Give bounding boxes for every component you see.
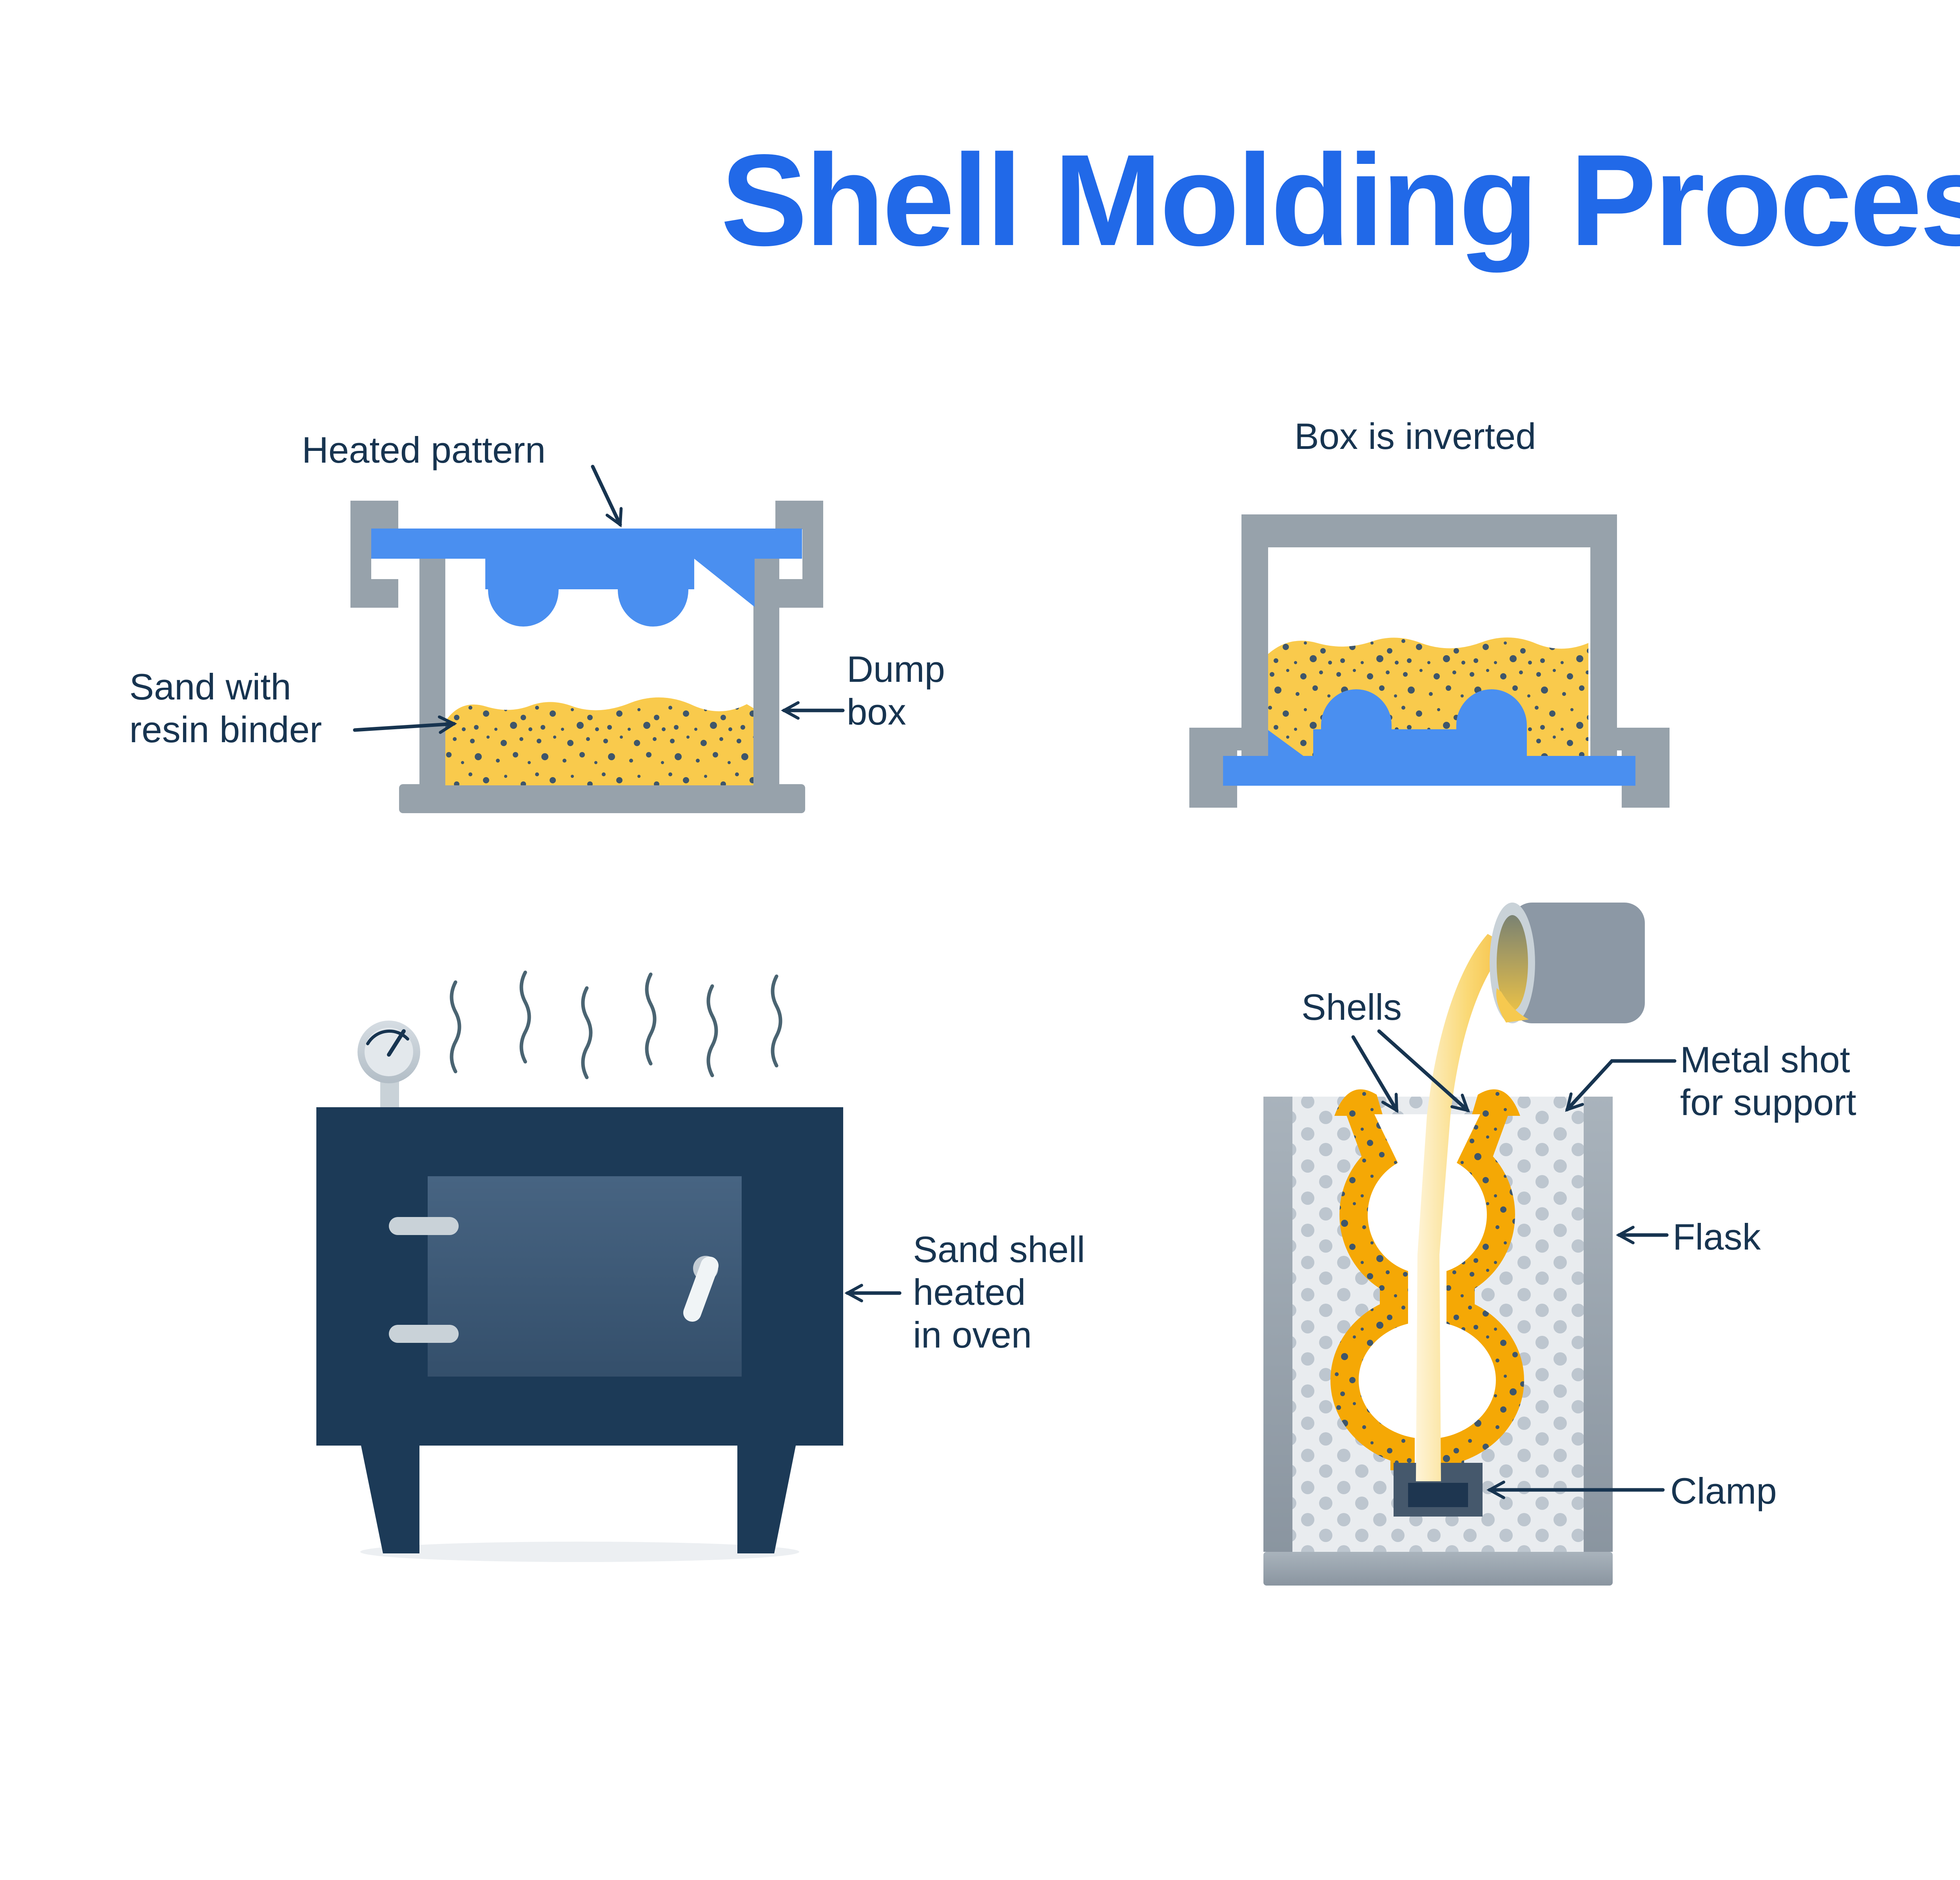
label-clamp: Clamp	[1670, 1470, 1777, 1511]
box-wall-right	[753, 557, 779, 792]
inverted-box-illustration	[1189, 514, 1670, 808]
dump-box-illustration	[350, 501, 823, 813]
pouring-ladle-icon	[1490, 903, 1645, 1023]
arrow-shells-2	[1377, 1029, 1468, 1110]
label-heated-pattern: Heated pattern	[302, 429, 546, 470]
page-title: Shell Molding Process	[720, 127, 1960, 273]
temperature-gauge-icon	[358, 1021, 420, 1110]
oven-door	[428, 1176, 742, 1377]
heat-waves-icon	[450, 970, 782, 1079]
label-shells: Shells	[1301, 986, 1402, 1028]
caption-box-inverted: Box is inverted	[1294, 416, 1536, 457]
label-sand-resin: Sand with resin binder	[129, 666, 322, 750]
arrow-heated-pattern	[591, 465, 620, 525]
label-metal-shot: Metal shot for support	[1680, 1039, 1857, 1123]
label-oven: Sand shell heated in oven	[913, 1229, 1085, 1356]
flask-wall-right	[1584, 1097, 1613, 1552]
arrow-sand-resin	[353, 724, 454, 730]
oven-illustration	[316, 970, 843, 1562]
pouring-flask-illustration	[1263, 903, 1645, 1586]
label-flask: Flask	[1673, 1216, 1761, 1257]
box-wall-left	[1241, 514, 1268, 757]
molten-metal-stream	[1416, 934, 1508, 1481]
label-dump-box: Dump box	[847, 648, 945, 733]
oven-shadow	[360, 1542, 799, 1562]
arrow-metal-shot	[1567, 1059, 1677, 1110]
flask-wall-left	[1263, 1097, 1292, 1552]
heated-pattern-plate	[371, 529, 802, 627]
door-handle	[683, 1257, 719, 1322]
box-wall-left	[419, 557, 445, 792]
oven-leg-right	[737, 1446, 796, 1553]
hinge-bottom	[389, 1325, 459, 1343]
hinge-top	[389, 1217, 459, 1235]
arrow-shells-1	[1351, 1035, 1399, 1110]
box-bottom	[399, 784, 805, 813]
flask-bottom	[1263, 1552, 1613, 1586]
leader-arrows	[353, 465, 1677, 1490]
box-top	[1241, 514, 1617, 547]
bracket-right	[775, 501, 823, 608]
pattern-plate	[1223, 689, 1635, 786]
oven-leg-left	[361, 1446, 419, 1553]
box-wall-right	[1590, 514, 1617, 757]
bracket-left	[350, 501, 398, 608]
clamp-bar	[1408, 1483, 1468, 1507]
